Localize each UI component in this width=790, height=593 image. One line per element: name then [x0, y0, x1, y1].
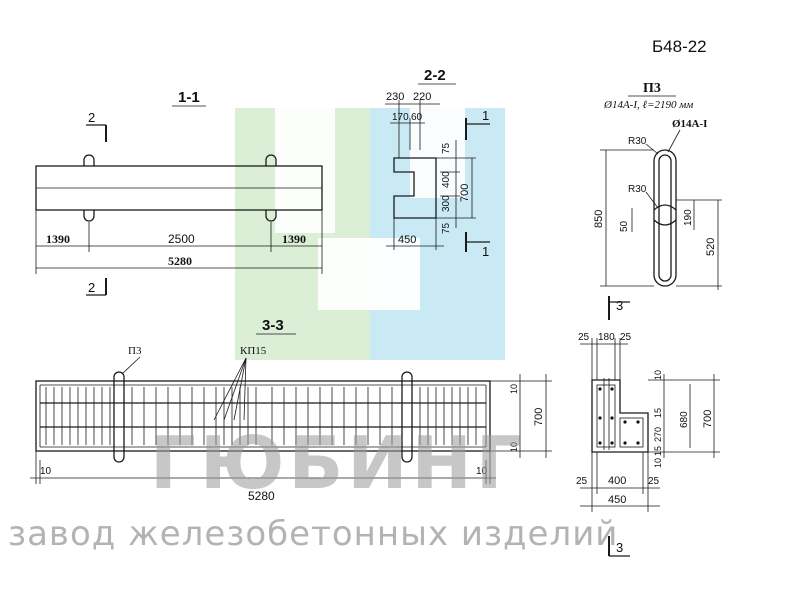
c33-dim-15-b: 15 — [653, 446, 663, 456]
c33-dim-700: 700 — [702, 410, 714, 428]
loop-p3-detail: П3 Ø14А-I, ℓ=2190 мм Ø14А-I R30 R30 850 … — [593, 81, 722, 290]
c33-dim-25-a: 25 — [578, 332, 590, 343]
watermark-subtitle: завод железобетонных изделий — [8, 514, 618, 554]
cut-mark-2-top: 2 — [88, 110, 95, 125]
view-2-2: 2-2 230 220 170 60 75 400 300 75 700 450 — [385, 67, 490, 259]
dim-total-5280: 5280 — [168, 254, 192, 268]
section-label-1-1: 1-1 — [178, 89, 200, 106]
view-1-1: 1-1 2 2 1390 2500 1390 5280 — [35, 89, 323, 296]
loop-dim-850: 850 — [593, 210, 605, 228]
dim-400: 400 — [441, 171, 452, 188]
beam-profile — [393, 157, 437, 219]
c33-dim-25-c: 25 — [576, 476, 588, 487]
dim-mid-2500: 2500 — [168, 232, 195, 246]
label-p3: П3 — [128, 345, 142, 357]
v33-dim-10-left: 10 — [40, 466, 52, 477]
label-kp15: КП15 — [240, 345, 267, 357]
cut-mark-3-bottom: 3 — [616, 540, 623, 555]
stirrup-set — [45, 387, 477, 445]
dim-75-bottom: 75 — [441, 222, 452, 234]
cut-mark-1-top: 1 — [482, 108, 489, 123]
v33-dim-5280: 5280 — [248, 489, 275, 503]
sheet-code: Б48-22 — [652, 37, 707, 56]
watermark-logo-text: ГЮБИНГ — [150, 421, 526, 505]
loop-title: П3 — [643, 81, 661, 96]
dim-75-top: 75 — [441, 142, 452, 154]
cut-mark-3-top: 3 — [616, 298, 623, 313]
v33-dim-10-top: 10 — [509, 384, 519, 394]
c33-dim-680: 680 — [679, 411, 690, 428]
dim-450: 450 — [398, 234, 416, 246]
loop-radius-1: R30 — [628, 136, 647, 147]
v33-dim-10-right: 10 — [476, 466, 488, 477]
c33-dim-15-a: 15 — [653, 408, 663, 418]
dim-220: 220 — [413, 91, 431, 103]
section-label-3-3: 3-3 — [262, 317, 284, 334]
cut-mark-2-bottom: 2 — [88, 280, 95, 295]
v33-dim-10-bottom: 10 — [509, 442, 519, 452]
loop-radius-2: R30 — [628, 184, 647, 195]
dim-left-1390: 1390 — [46, 232, 70, 246]
loop-rebar: Ø14А-I — [672, 118, 707, 130]
v33-dim-700: 700 — [533, 408, 545, 426]
dim-230: 230 — [386, 91, 404, 103]
loop-dim-50: 50 — [619, 220, 630, 232]
c33-dim-180: 180 — [598, 332, 615, 343]
watermark-logo — [235, 108, 505, 360]
c33-dim-270: 270 — [653, 427, 663, 442]
dim-170: 170 — [392, 112, 409, 123]
dim-right-1390: 1390 — [282, 232, 306, 246]
dim-60: 60 — [411, 112, 423, 123]
dim-300: 300 — [441, 195, 452, 212]
c33-dim-10-a: 10 — [653, 370, 663, 380]
section-label-2-2: 2-2 — [424, 67, 446, 84]
c33-dim-400: 400 — [608, 475, 626, 487]
loop-spec: Ø14А-I, ℓ=2190 мм — [603, 99, 693, 111]
loop-dim-190: 190 — [683, 209, 694, 226]
cross-section-3-3: 3 3 25 180 25 10 15 270 — [576, 296, 720, 557]
c33-dim-25-d: 25 — [648, 476, 660, 487]
view-3-3: 3-3 П3 КП15 10 10 700 — [30, 317, 552, 503]
c33-dim-10-b: 10 — [653, 458, 663, 468]
dim-700: 700 — [459, 184, 471, 202]
beam-rebar-elevation — [35, 380, 491, 452]
loop-dim-520: 520 — [705, 238, 717, 256]
c33-dim-25-b: 25 — [620, 332, 632, 343]
c33-dim-450: 450 — [608, 494, 626, 506]
cut-mark-1-bottom: 1 — [482, 244, 489, 259]
